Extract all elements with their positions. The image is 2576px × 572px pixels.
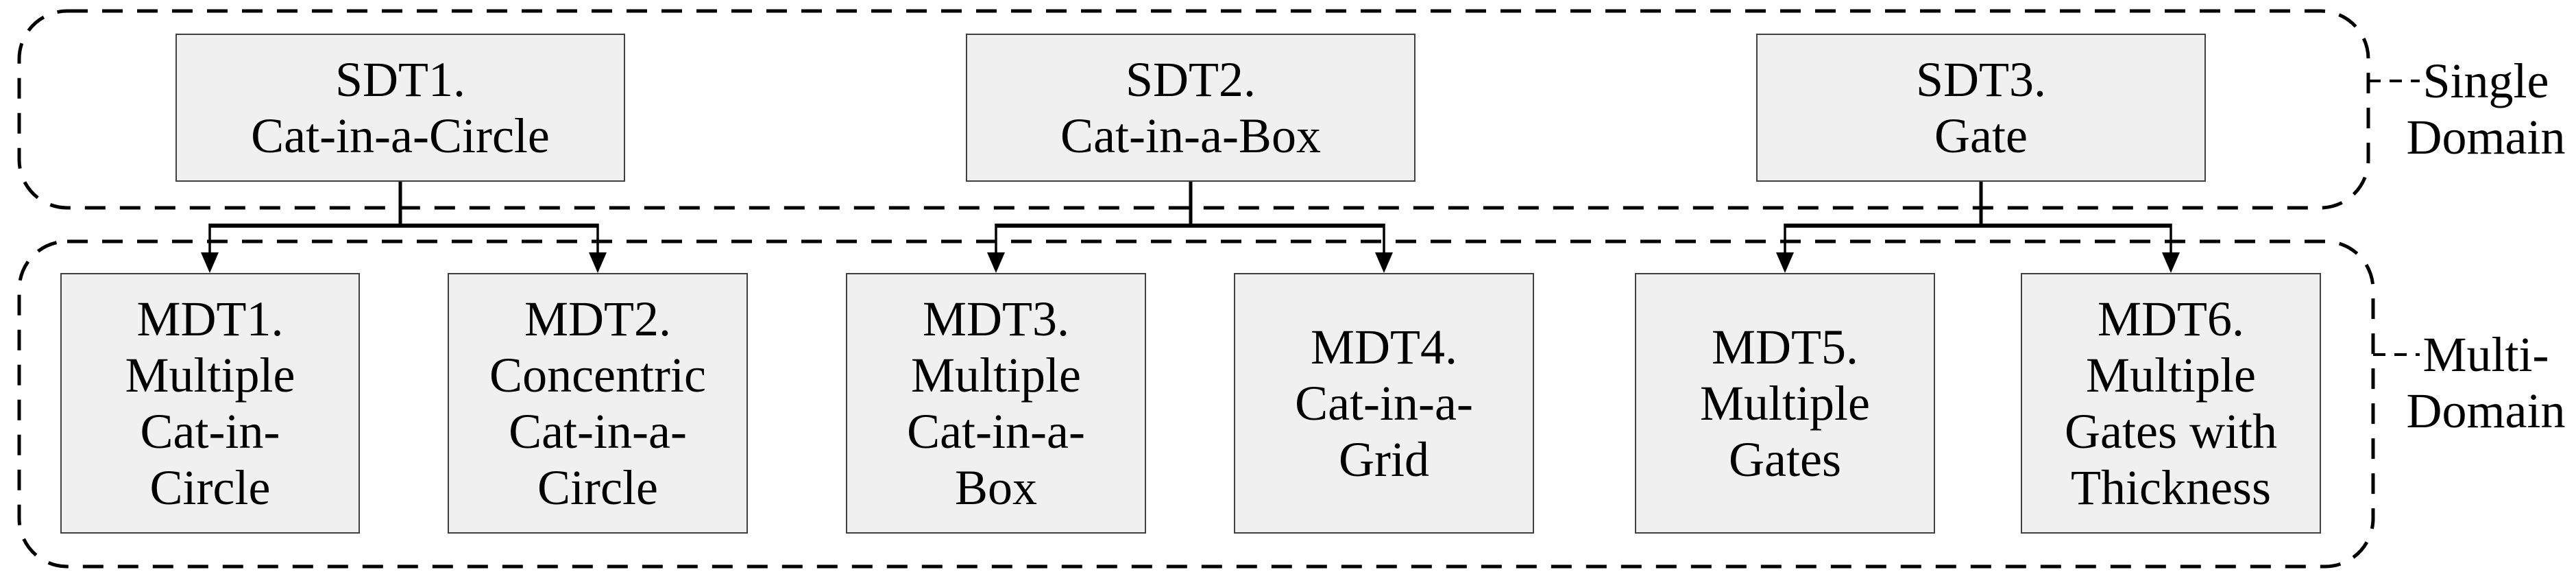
node-text-line: Cat-in-: [140, 404, 280, 459]
node-mdt2-concentric-cat-in-a-circle: MDT2. Concentric Cat-in-a- Circle: [448, 273, 748, 534]
multi-domain-label: Multi- Domain: [2396, 326, 2576, 439]
node-text-line: Cat-in-a-Circle: [251, 108, 550, 163]
node-text-line: Cat-in-a-: [1295, 376, 1473, 431]
arrowhead-mdt5-icon: [1776, 252, 1794, 273]
node-mdt3-multiple-cat-in-a-box: MDT3. Multiple Cat-in-a- Box: [846, 273, 1146, 534]
node-mdt1-multiple-cat-in-circle: MDT1. Multiple Cat-in- Circle: [60, 273, 360, 534]
node-text-line: SDT2.: [1125, 52, 1256, 107]
single-domain-label-line: Single: [2422, 53, 2549, 108]
node-text-line: Gates: [1729, 432, 1841, 487]
node-text-line: Multiple: [1700, 376, 1870, 431]
node-text-line: Gates with: [2065, 404, 2277, 459]
node-text-line: Box: [954, 460, 1038, 515]
node-mdt5-multiple-gates: MDT5. Multiple Gates: [1635, 273, 1935, 534]
single-domain-label: Single Domain: [2396, 53, 2576, 165]
node-text-line: SDT3.: [1915, 52, 2047, 107]
node-mdt4-cat-in-a-grid: MDT4. Cat-in-a- Grid: [1234, 273, 1534, 534]
node-text-line: MDT6.: [2098, 291, 2244, 346]
node-sdt1-cat-in-a-circle: SDT1. Cat-in-a-Circle: [175, 34, 625, 182]
node-text-line: MDT1.: [136, 291, 284, 346]
node-text-line: MDT4.: [1311, 320, 1457, 374]
node-mdt6-multiple-gates-with-thickness: MDT6. Multiple Gates with Thickness: [2021, 273, 2321, 534]
node-text-line: Cat-in-a-Box: [1060, 108, 1321, 163]
single-domain-label-line: Domain: [2406, 110, 2566, 165]
node-text-line: Circle: [537, 460, 658, 515]
node-text-line: Thickness: [2071, 460, 2271, 515]
node-text-line: Cat-in-a-: [509, 404, 687, 459]
node-text-line: Gate: [1934, 108, 2028, 163]
node-text-line: MDT2.: [524, 291, 671, 346]
node-text-line: Circle: [149, 460, 271, 515]
arrowhead-mdt6-icon: [2162, 252, 2180, 273]
node-text-line: SDT1.: [335, 52, 466, 107]
node-text-line: Multiple: [911, 348, 1081, 403]
node-text-line: Grid: [1339, 432, 1429, 487]
arrowhead-mdt1-icon: [201, 252, 219, 273]
single-domain-group-outline: [17, 9, 2370, 210]
arrowhead-mdt3-icon: [987, 252, 1005, 273]
arrowhead-mdt4-icon: [1375, 252, 1393, 273]
multi-domain-label-line: Multi-: [2422, 327, 2549, 382]
arrowhead-mdt2-icon: [589, 252, 607, 273]
node-sdt3-gate: SDT3. Gate: [1756, 34, 2206, 182]
node-text-line: Multiple: [2086, 348, 2256, 403]
node-text-line: Cat-in-a-: [907, 404, 1085, 459]
node-text-line: Multiple: [125, 348, 295, 403]
node-text-line: MDT5.: [1712, 320, 1858, 374]
node-text-line: MDT3.: [923, 291, 1069, 346]
node-sdt2-cat-in-a-box: SDT2. Cat-in-a-Box: [966, 34, 1415, 182]
node-text-line: Concentric: [489, 348, 706, 403]
multi-domain-label-line: Domain: [2406, 383, 2566, 438]
multi-domain-group-outline: [17, 239, 2375, 569]
